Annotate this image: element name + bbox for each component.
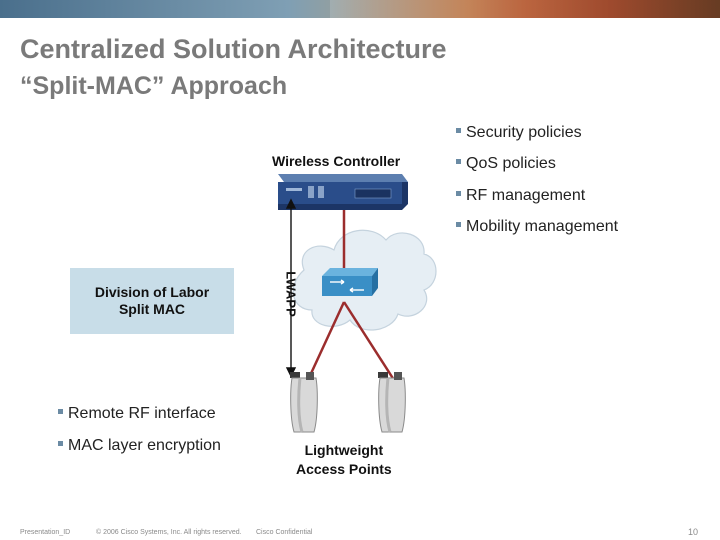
access-points-label: Lightweight Access Points bbox=[296, 442, 392, 477]
page-number: 10 bbox=[687, 527, 698, 537]
header-banner bbox=[0, 0, 720, 18]
network-switch-icon bbox=[322, 268, 378, 296]
controller-bullet-mobility: Mobility management bbox=[456, 218, 618, 236]
ap-bullet-mac-encryption: MAC layer encryption bbox=[58, 437, 221, 455]
access-point-icon-right bbox=[378, 372, 406, 433]
footer-copyright: © 2006 Cisco Systems, Inc. All rights re… bbox=[96, 529, 242, 536]
controller-bullet-rf: RF management bbox=[456, 187, 585, 205]
division-of-labor-box bbox=[70, 268, 234, 334]
bullet-square-icon bbox=[456, 222, 461, 228]
bullet-square-icon bbox=[456, 128, 461, 134]
footer-presentation-id: Presentation_ID bbox=[20, 529, 71, 536]
bullet-square-icon bbox=[456, 191, 461, 197]
bullet-square-icon bbox=[58, 409, 63, 415]
slide-title: Centralized Solution Architecture bbox=[20, 34, 447, 64]
lwapp-label: LWAPP bbox=[283, 271, 299, 317]
slide-subtitle: “Split-MAC” Approach bbox=[20, 72, 288, 100]
wireless-controller-device bbox=[278, 174, 408, 210]
bullet-square-icon bbox=[456, 159, 461, 165]
ap-bullet-remote-rf: Remote RF interface bbox=[58, 405, 216, 423]
controller-link-lines bbox=[306, 210, 396, 381]
controller-bullet-qos: QoS policies bbox=[456, 155, 556, 173]
division-of-labor-label: Division of Labor Split MAC bbox=[94, 284, 210, 317]
access-point-icon-left bbox=[290, 372, 318, 433]
bullet-square-icon bbox=[58, 441, 63, 447]
controller-bullet-security: Security policies bbox=[456, 124, 582, 142]
wireless-controller-label: Wireless Controller bbox=[272, 153, 401, 169]
footer-confidential: Cisco Confidential bbox=[256, 529, 313, 536]
banner-photo-strip bbox=[330, 0, 720, 18]
